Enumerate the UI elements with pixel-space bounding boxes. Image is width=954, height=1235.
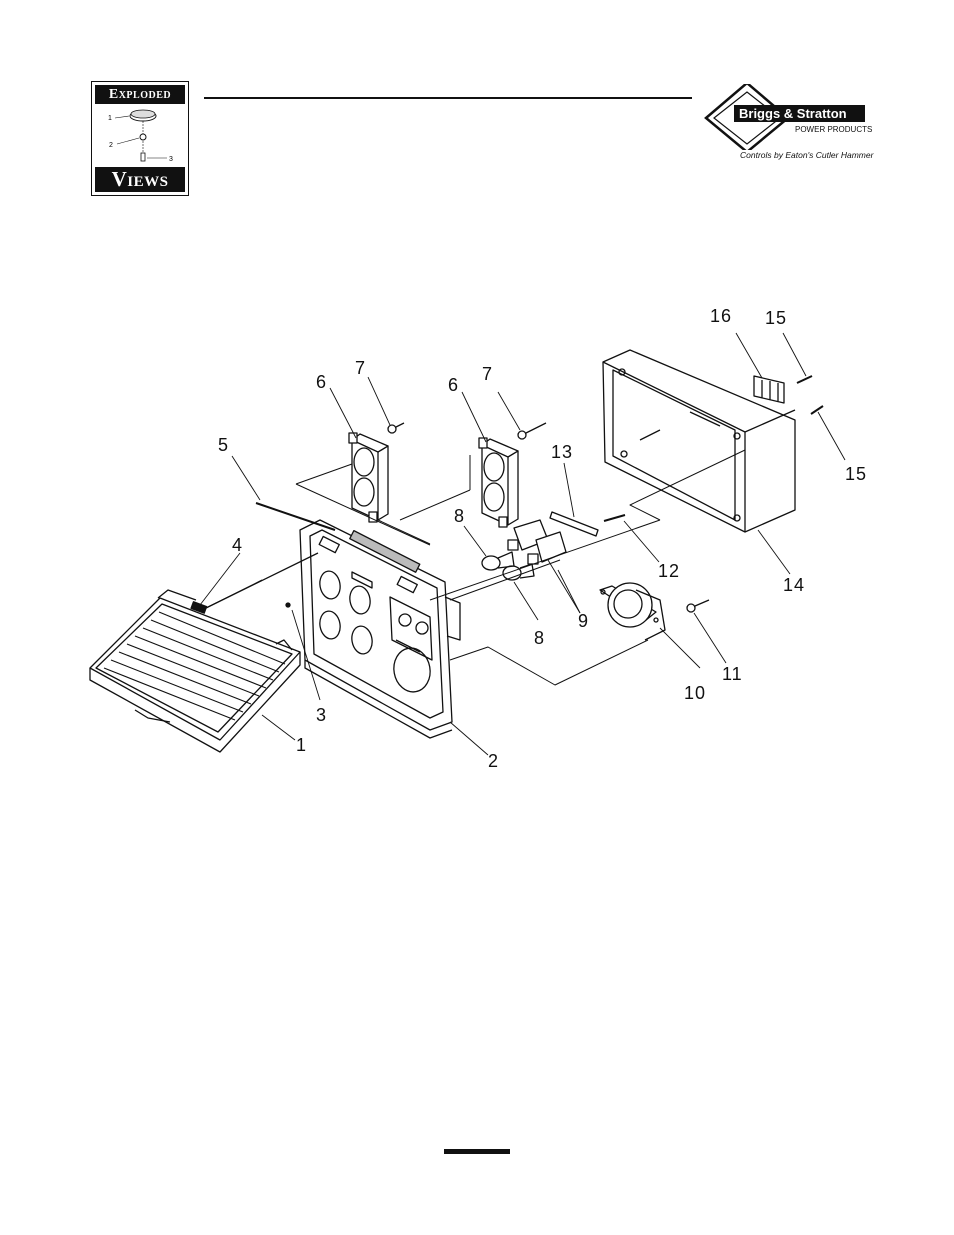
indicator-lamps	[482, 552, 534, 580]
callout-10: 10	[684, 684, 706, 702]
callout-6-left: 6	[316, 373, 327, 391]
callout-14: 14	[783, 576, 805, 594]
callout-15-top: 15	[765, 309, 787, 327]
callout-4: 4	[232, 536, 243, 554]
callout-8-top: 8	[454, 507, 465, 525]
callout-13: 13	[551, 443, 573, 461]
rivet-part	[286, 603, 290, 607]
duplex-receptacle-left	[349, 433, 388, 522]
callout-8-bottom: 8	[534, 629, 545, 647]
connector-item-16	[754, 376, 784, 403]
nut-left	[388, 425, 396, 433]
footer-bar	[444, 1149, 510, 1154]
hinge-rod-part	[256, 503, 335, 530]
nut-right	[518, 431, 526, 439]
callout-1: 1	[296, 736, 307, 754]
twist-lock-receptacle	[600, 583, 665, 640]
callout-12: 12	[658, 562, 680, 580]
screw-item-15-right	[811, 406, 823, 414]
callout-7-left: 7	[355, 359, 366, 377]
nut-item-11	[687, 604, 695, 612]
screw-item-15-top	[797, 376, 812, 383]
callout-15-right: 15	[845, 465, 867, 483]
circuit-breakers	[508, 520, 566, 564]
housing-box	[603, 350, 795, 532]
callout-11: 11	[722, 665, 743, 683]
callout-3: 3	[316, 706, 327, 724]
duplex-receptacle-right	[479, 438, 518, 527]
callout-5: 5	[218, 436, 229, 454]
screw-item-12	[604, 515, 625, 521]
callout-2: 2	[488, 752, 499, 770]
callout-16: 16	[710, 307, 732, 325]
callout-7-right: 7	[482, 365, 493, 383]
cover-part	[90, 590, 300, 752]
callout-9: 9	[578, 612, 589, 630]
callout-6-right: 6	[448, 376, 459, 394]
